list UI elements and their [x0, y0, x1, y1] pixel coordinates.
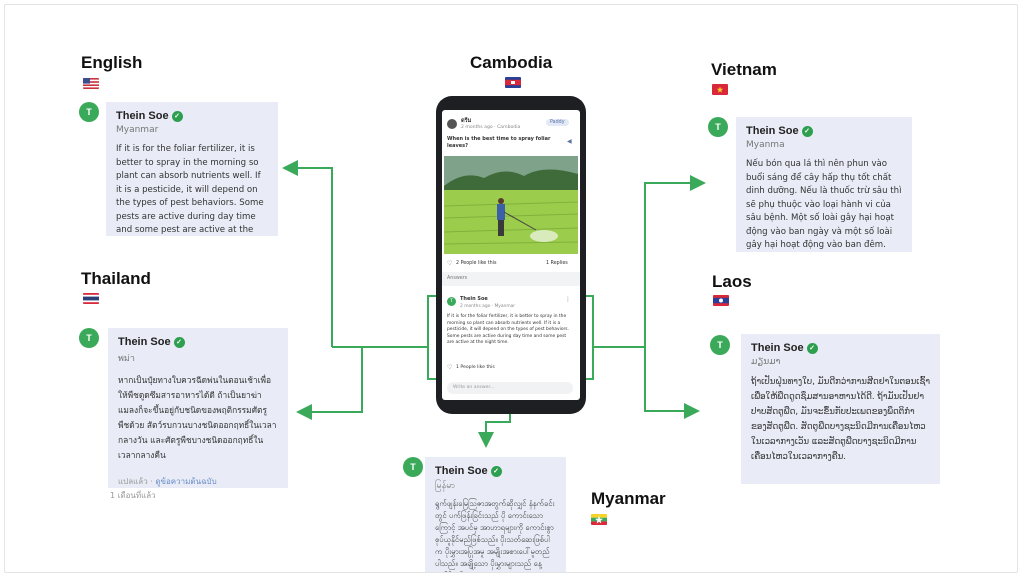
answer-card-myanmar: Thein Soe✓ မြန်မာ ရွက်ဖျန်းမြေဩဇာအတွက်ဆိ…: [425, 457, 566, 572]
answer-card-laos: Thein Soe✓ ມຽນມາ ຖ້າເປັນຝຸ່ນທາງໃບ, ມັນດີ…: [741, 334, 940, 484]
cambodia-flag-icon: [505, 77, 521, 88]
answer-likes: 1 People like this: [456, 365, 495, 370]
us-flag-icon: [83, 78, 99, 89]
answer-text: หากเป็นปุ๋ยทางใบควรฉีดพ่นในตอนเช้าเพื่อใ…: [118, 375, 277, 460]
poster-name: ดรีม: [461, 118, 472, 124]
answer-avatar: T: [447, 297, 456, 306]
user-name: Thein Soe: [435, 465, 488, 477]
user-location: မြန်မာ: [435, 481, 456, 491]
label-cambodia: Cambodia: [470, 53, 553, 72]
answer-text: ຖ້າເປັນຝຸ່ນທາງໃບ, ມັນດີກວ່າການສີດຢາໃນຕອນ…: [751, 377, 930, 462]
user-name: Thein Soe: [116, 110, 169, 122]
speaker-icon[interactable]: ◀: [567, 138, 572, 145]
myanmar-flag-icon: [591, 514, 607, 525]
answer-card-english: Thein Soe✓ Myanmar If it is for the foli…: [106, 102, 278, 236]
post-meta: 2 months ago · Cambodia: [461, 125, 521, 130]
avatar: T: [403, 457, 423, 477]
user-name: Thein Soe: [746, 125, 799, 137]
avatar: T: [79, 102, 99, 122]
post-time: 1 เดือนที่แล้ว: [110, 491, 156, 500]
user-name: Thein Soe: [751, 342, 804, 354]
question-text: When is the best time to spray foliar le…: [447, 136, 551, 149]
answer-input[interactable]: Write an answer...: [447, 382, 573, 394]
answer-text: If it is for the foliar fertilizer, it i…: [116, 144, 264, 235]
laos-flag-icon: [713, 295, 729, 306]
label-thailand: Thailand: [81, 269, 151, 288]
answer-card-vietnam: Thein Soe✓ Myanma Nếu bón qua lá thì nên…: [736, 117, 912, 252]
verified-check-icon: ✓: [173, 336, 185, 348]
poster-avatar: [447, 119, 457, 129]
answer-text: Nếu bón qua lá thì nên phun vào buổi sán…: [746, 159, 902, 250]
verified-check-icon: ✓: [171, 110, 183, 122]
answers-label: Answers: [447, 276, 468, 281]
answer-input-placeholder: Write an answer...: [453, 385, 495, 390]
crop-tag[interactable]: Paddy: [546, 119, 569, 126]
avatar: T: [79, 328, 99, 348]
thailand-flag-icon: [83, 293, 99, 304]
label-myanmar: Myanmar: [591, 489, 666, 508]
answer-meta: 2 months ago · Myanmar: [460, 304, 516, 309]
user-location: ມຽນມາ: [751, 357, 781, 367]
verified-check-icon: ✓: [806, 342, 818, 354]
answer-heart-icon[interactable]: ♡: [447, 364, 453, 371]
avatar: T: [708, 117, 728, 137]
avatar: T: [710, 335, 730, 355]
label-laos: Laos: [712, 272, 752, 291]
verified-check-icon: ✓: [801, 125, 813, 137]
label-english: English: [81, 53, 143, 72]
answer-card-thailand: Thein Soe✓ พม่า หากเป็นปุ๋ยทางใบควรฉีดพ่…: [108, 328, 288, 488]
answer-text: ရွက်ဖျန်းမြေဩဇာအတွက်ဆိုလျှင် နံနက်ခင်းတွ…: [435, 499, 555, 572]
translated-label: แปลแล้ว: [118, 477, 148, 486]
user-location: พม่า: [118, 354, 135, 364]
more-options-icon[interactable]: ⋮: [565, 296, 571, 303]
see-original-link[interactable]: ดูข้อความต้นฉบับ: [155, 477, 217, 486]
user-name: Thein Soe: [118, 336, 171, 348]
phone-screen: ดรีม 2 months ago · Cambodia Paddy When …: [442, 110, 580, 400]
heart-icon[interactable]: ♡: [447, 260, 453, 267]
slide-frame: [4, 4, 1018, 573]
replies-count[interactable]: 1 Replies: [546, 261, 568, 266]
farmer-spraying-photo: [444, 156, 578, 254]
user-location: Myanmar: [116, 125, 159, 135]
verified-check-icon: ✓: [490, 465, 502, 477]
likes-count: 2 People like this: [456, 261, 497, 266]
answer-body: If it is for the foliar fertilizer, it i…: [447, 314, 569, 346]
translation-links: แปลแล้ว · ดูข้อความต้นฉบับ: [118, 477, 217, 486]
vietnam-flag-icon: [712, 84, 728, 95]
user-location: Myanma: [746, 140, 785, 150]
phone-mockup: ดรีม 2 months ago · Cambodia Paddy When …: [436, 96, 586, 414]
label-vietnam: Vietnam: [711, 60, 777, 79]
answer-user-name: Thein Soe: [460, 296, 488, 302]
